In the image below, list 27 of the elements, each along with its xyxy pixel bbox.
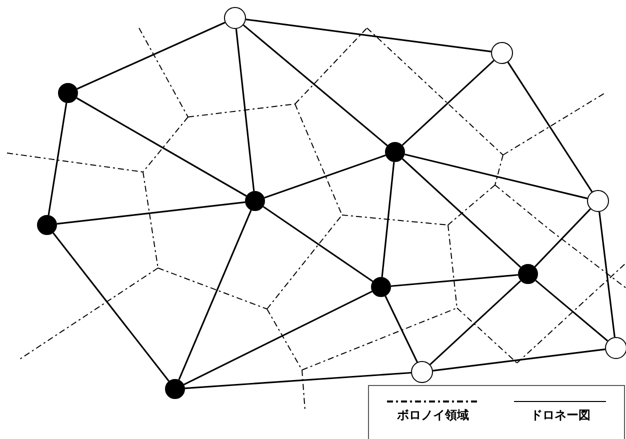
delaunay-edge (76, 22, 226, 90)
legend-label: ボロノイ領域 (396, 409, 469, 421)
delaunay-edge (404, 154, 588, 200)
delaunay-edge (402, 158, 522, 268)
delaunay-edge (432, 348, 606, 372)
delaunay-edge (507, 62, 593, 192)
delaunay-edge (262, 206, 374, 282)
delaunay-edge (178, 210, 252, 380)
delaunay-edge (390, 274, 518, 287)
delaunay-edge (246, 18, 492, 52)
delaunay-edge (56, 201, 246, 225)
delaunay-edge (535, 280, 608, 342)
delaunay-edge (402, 60, 494, 146)
legend-label: ドロネー図 (530, 409, 590, 421)
delaunay-edge (242, 24, 388, 146)
delaunay-edge (534, 208, 591, 268)
delaunay-edge (235, 28, 255, 192)
delaunay-edge (184, 290, 372, 386)
delaunay-edge (381, 162, 395, 278)
delaunay-edge (430, 280, 522, 366)
delaunay-edge (52, 232, 170, 382)
delaunay-edge (598, 212, 616, 338)
delaunay-edge (184, 372, 412, 390)
delaunay-edge (264, 154, 386, 198)
delaunay-edge (384, 296, 418, 362)
delaunay-edge (48, 102, 68, 216)
delaunay-edge (76, 97, 247, 197)
